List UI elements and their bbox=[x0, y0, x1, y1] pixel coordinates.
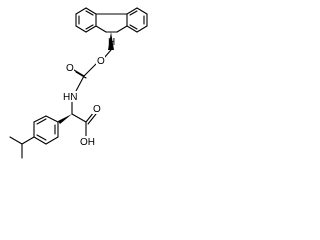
fluorene-five-ring bbox=[95, 13, 128, 33]
fluorene-left-ring bbox=[75, 7, 97, 33]
acid-hydroxyl-label: OH bbox=[80, 137, 95, 148]
ester-oxygen-label: O bbox=[97, 56, 105, 67]
alpha-carbon-bonds bbox=[58, 101, 97, 137]
isopropyl-group bbox=[9, 136, 35, 159]
chemical-structure: O O HN O OH H bbox=[0, 0, 169, 184]
phenyl-ring bbox=[33, 115, 59, 145]
structure-drawing: O O HN O OH H bbox=[9, 7, 148, 159]
fluorenyl-methyl-bond bbox=[108, 32, 114, 50]
acid-carbonyl-oxygen-label: O bbox=[93, 104, 101, 115]
stereo-hydrogen-label: H bbox=[108, 37, 115, 48]
carbamate-linker bbox=[73, 49, 112, 92]
atom-labels: O O HN O OH H bbox=[62, 37, 115, 148]
carbonyl-oxygen-label: O bbox=[66, 63, 74, 74]
amide-nitrogen-label: HN bbox=[63, 92, 77, 103]
fluorene-right-ring bbox=[126, 7, 148, 33]
